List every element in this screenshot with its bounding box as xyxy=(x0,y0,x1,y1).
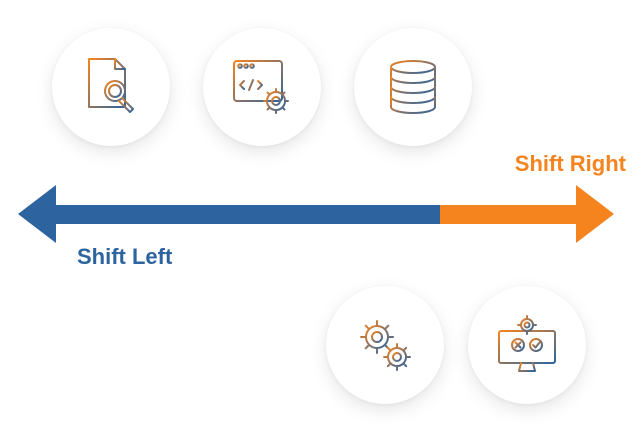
gears-icon xyxy=(360,320,411,371)
shift-left-label: Shift Left xyxy=(77,244,173,269)
document-search-circle xyxy=(52,28,170,146)
document-search-icon xyxy=(88,58,134,113)
monitor-test-circle xyxy=(468,286,586,404)
shift-right-label: Shift Right xyxy=(514,151,626,176)
gears-circle xyxy=(326,286,444,404)
shift-arrow xyxy=(18,185,614,243)
right-arrowhead xyxy=(576,185,614,243)
arrow-bar-blue xyxy=(54,205,440,224)
left-arrowhead xyxy=(18,185,56,243)
monitor-test-icon xyxy=(498,315,556,372)
code-window-gear-icon xyxy=(233,60,289,114)
database-circle xyxy=(354,28,472,146)
database-icon xyxy=(390,60,436,114)
arrow-bar-orange xyxy=(440,205,578,224)
code-window-circle xyxy=(203,28,321,146)
